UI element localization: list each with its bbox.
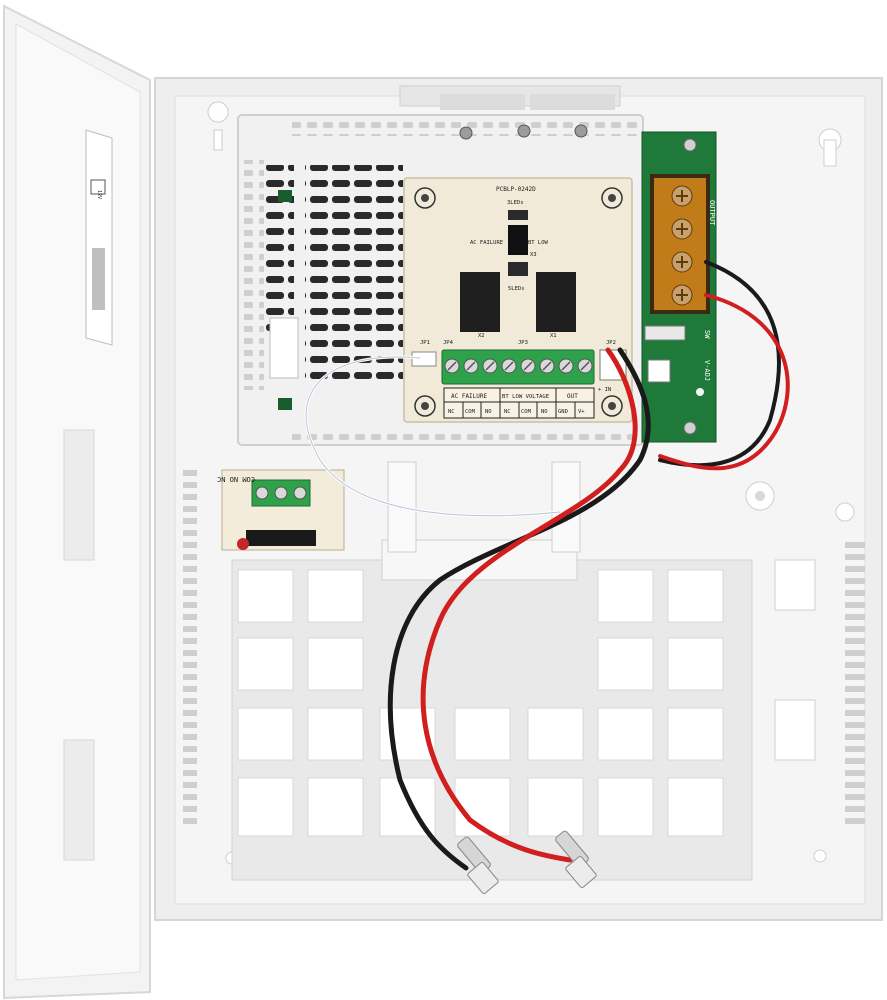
- leds3-label: 3LEDs: [507, 200, 524, 206]
- door-voltage-label: 12V: [96, 190, 102, 199]
- terminal-label-no-2: NO: [541, 409, 548, 415]
- relay-terminal-block[interactable]: [441, 349, 595, 385]
- jp2-label: JP2: [606, 340, 616, 346]
- jp1-label: JP1: [420, 340, 430, 346]
- relay-x2: [460, 272, 500, 332]
- wire-harness: [304, 260, 790, 871]
- output-label: OUTPUT: [708, 200, 716, 226]
- terminal-label-nc-2: NC: [504, 409, 511, 415]
- voltage-adjust-potentiometer[interactable]: [647, 359, 671, 383]
- enclosure-floor-grid: [231, 461, 753, 881]
- pcb-model-label: PCBLP-0242D: [496, 186, 536, 193]
- bt-low-jumper-label: BT LOW: [528, 240, 549, 246]
- ac-failure-jumper-label: AC FAILURE: [470, 240, 503, 246]
- sw-label: SW: [703, 330, 711, 339]
- bt-low-voltage-group-label: BT LOW VOLTAGE: [502, 394, 550, 400]
- relay-x1: [536, 272, 576, 332]
- terminal-label-com-2: COM: [521, 409, 532, 415]
- input-label: + IN: [598, 387, 611, 393]
- x3-label: X3: [530, 252, 537, 258]
- v-adj-label: V-ADJ: [703, 360, 711, 381]
- output-pcb: OUTPUT SW V-ADJ: [641, 131, 717, 443]
- ac-failure-group-label: AC FAILURE: [451, 393, 488, 400]
- tamper-terminal-label: COM NO NC: [217, 475, 255, 483]
- leds5-label: 5LEDs: [508, 286, 525, 292]
- tamper-switch-board: COM NO NC: [217, 469, 345, 551]
- out-group-label: OUT: [567, 393, 578, 400]
- terminal-label-vplus: V+: [578, 409, 585, 415]
- tamper-microswitch[interactable]: [246, 530, 316, 546]
- x2-label: X2: [478, 333, 485, 339]
- terminal-label-gnd: GND: [558, 409, 568, 415]
- wire-terminals: [457, 830, 597, 895]
- enclosure-door: 12V: [3, 4, 151, 1000]
- control-pcb: PCBLP-0242D 3LEDs 5LEDs AC FAILURE BT LO…: [403, 177, 633, 423]
- jumper-block[interactable]: [508, 225, 528, 255]
- jp3-label: JP3: [518, 340, 528, 346]
- terminal-label-no-1: NO: [485, 409, 492, 415]
- terminal-label-nc-1: NC: [448, 409, 455, 415]
- terminal-label-com-1: COM: [465, 409, 476, 415]
- x1-label: X1: [550, 333, 557, 339]
- jp4-label: JP4: [443, 340, 454, 346]
